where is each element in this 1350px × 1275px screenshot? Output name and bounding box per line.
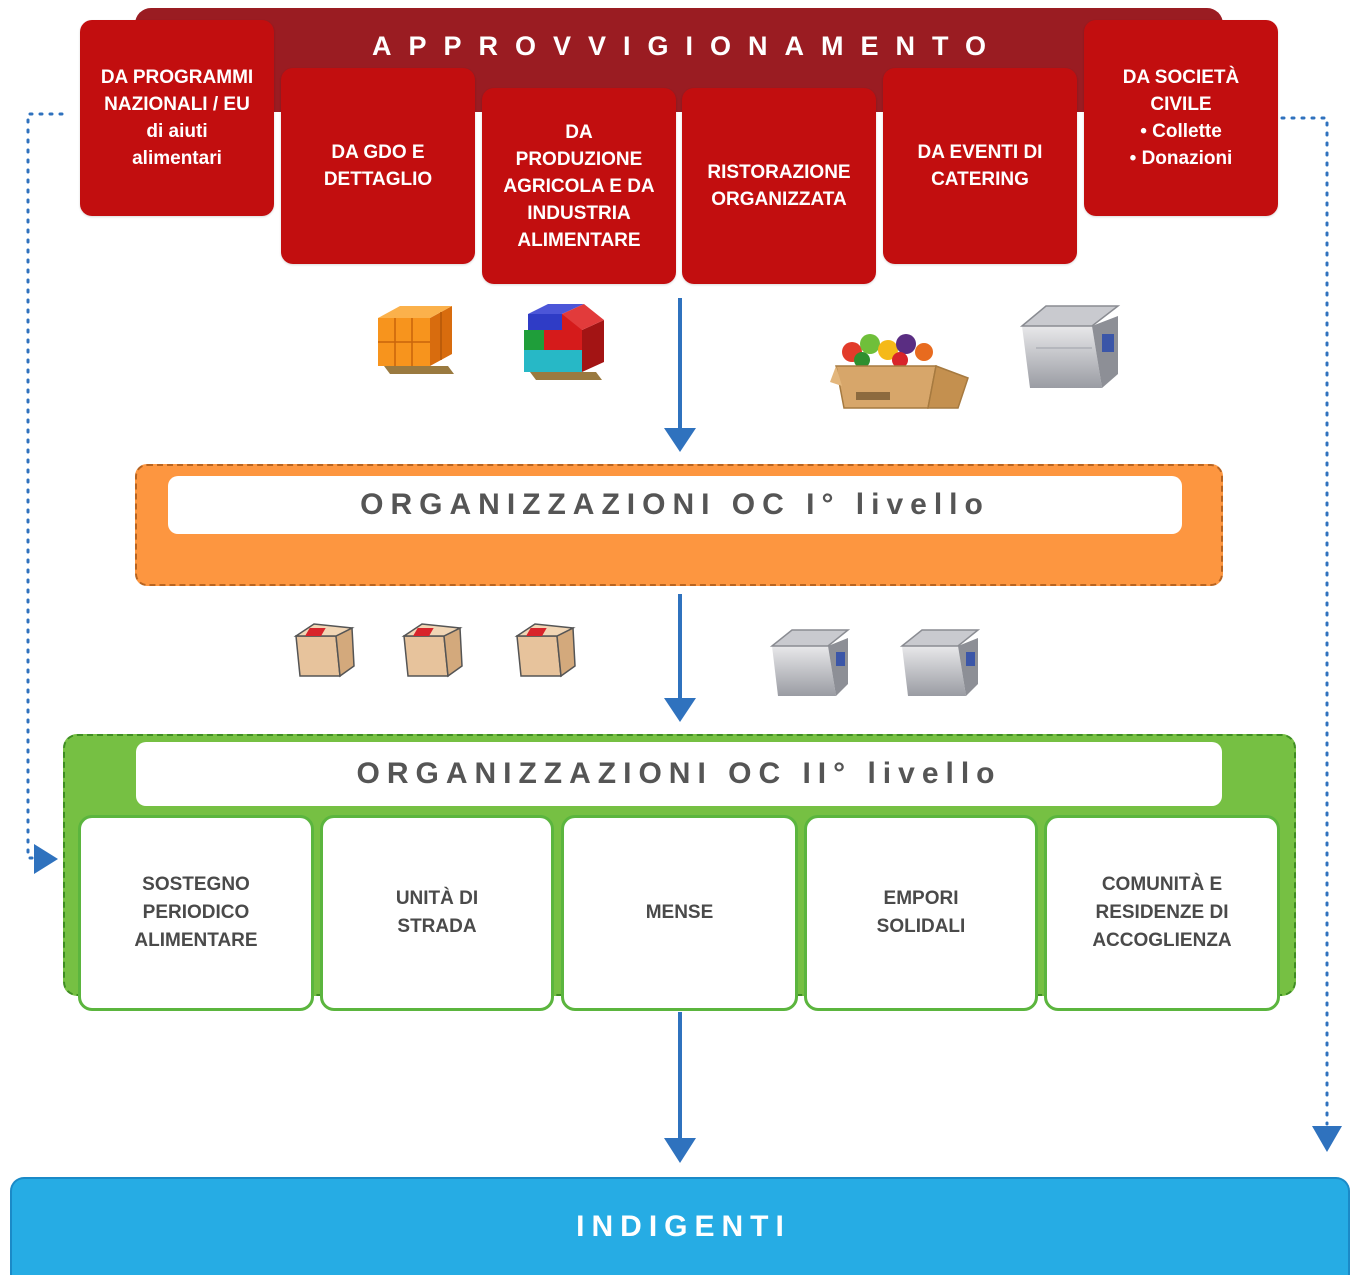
service-social-markets: EMPORI SOLIDALI <box>804 815 1038 1011</box>
parcel-icon <box>514 623 576 678</box>
oc2-label: ORGANIZZAZIONI OC II° livello <box>136 742 1222 806</box>
service-food-support: SOSTEGNO PERIODICO ALIMENTARE <box>78 815 314 1011</box>
dotted-connector-left <box>26 112 64 874</box>
banner-title: APPROVVIGIONAMENTO <box>371 31 1004 61</box>
service-canteens: MENSE <box>561 815 798 1011</box>
service-communities: COMUNITÀ E RESIDENZE DI ACCOGLIENZA <box>1044 815 1280 1011</box>
source-box-gdo: DA GDO E DETTAGLIO <box>281 68 475 264</box>
pallet-boxes-icon <box>378 306 454 374</box>
produce-box-icon <box>830 334 969 409</box>
thermal-container-icon <box>769 629 851 696</box>
source-box-catering: DA EVENTI DI CATERING <box>883 68 1077 264</box>
source-box-agri-industry: DA PRODUZIONE AGRICOLA E DA INDUSTRIA AL… <box>482 88 676 284</box>
source-box-civil-society: DA SOCIETÀ CIVILE • Collette • Donazioni <box>1084 20 1278 216</box>
arrow-oc1-to-oc2 <box>664 594 696 722</box>
parcel-icon <box>293 623 355 678</box>
thermal-container-icon <box>1019 305 1121 388</box>
arrow-sources-to-oc1 <box>664 298 696 452</box>
parcel-icon <box>401 623 463 678</box>
service-street-units: UNITÀ DI STRADA <box>320 815 554 1011</box>
pallet-mixed-icon <box>524 304 604 380</box>
thermal-container-icon <box>899 629 981 696</box>
arrow-oc2-to-beneficiaries <box>664 1012 696 1163</box>
beneficiaries-box: INDIGENTI <box>10 1177 1350 1275</box>
source-box-restaurants: RISTORAZIONE ORGANIZZATA <box>682 88 876 284</box>
dotted-connector-right <box>1280 116 1342 1152</box>
oc1-label: ORGANIZZAZIONI OC I° livello <box>168 476 1182 534</box>
source-box-national-eu: DA PROGRAMMI NAZIONALI / EU di aiuti ali… <box>80 20 274 216</box>
